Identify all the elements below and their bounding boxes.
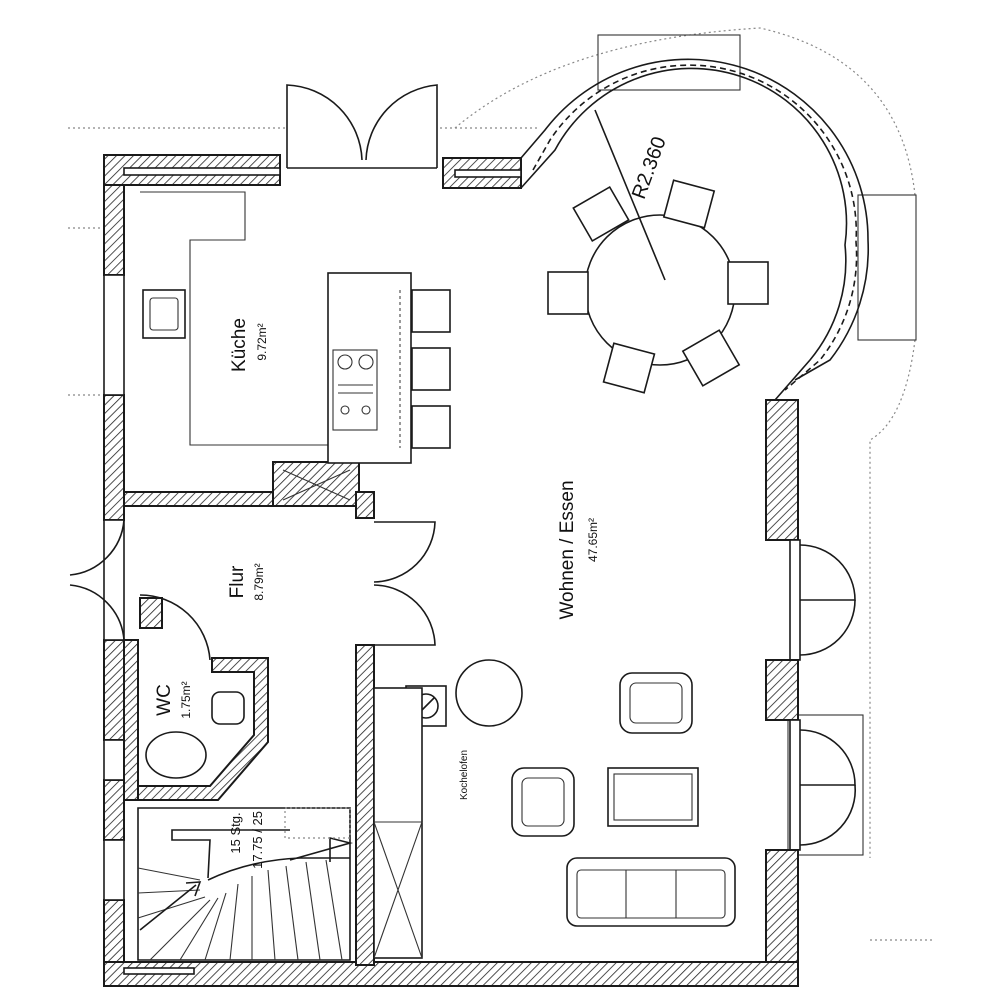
doors: [69, 84, 857, 846]
room-name-wc: WC: [154, 684, 175, 716]
toilet: [211, 691, 245, 725]
dining-area: [547, 109, 769, 394]
kitchen: [140, 191, 451, 464]
room-area-wc: 1.75m²: [179, 681, 193, 718]
room-name-wohnen: Wohnen / Essen: [557, 480, 578, 619]
stove-label: Kochelofen: [459, 750, 470, 800]
armchair: [619, 672, 693, 734]
walls: [103, 58, 870, 987]
round-table: [455, 659, 523, 727]
room-area-kueche: 9.72m²: [255, 323, 269, 360]
room-area-flur: 8.79m²: [252, 563, 266, 600]
wc: [145, 691, 245, 779]
room-name-flur: Flur: [227, 565, 248, 598]
coffee-table: [607, 767, 699, 827]
labels: Küche 9.72m² Wohnen / Essen 47.65m² Flur…: [154, 134, 671, 869]
bay-radius-label: R2.360: [628, 134, 671, 202]
room-area-wohnen: 47.65m²: [586, 518, 600, 562]
stair-ratio: 17.75 / 25: [250, 811, 265, 869]
stair-steps: 15 Stg.: [228, 812, 243, 853]
wc-sink: [145, 731, 207, 779]
sofa: [566, 857, 736, 927]
context-lines: [68, 27, 935, 941]
armchair: [511, 767, 575, 837]
living-area: [373, 659, 736, 959]
room-name-kueche: Küche: [229, 318, 250, 372]
staircase: [137, 807, 354, 961]
